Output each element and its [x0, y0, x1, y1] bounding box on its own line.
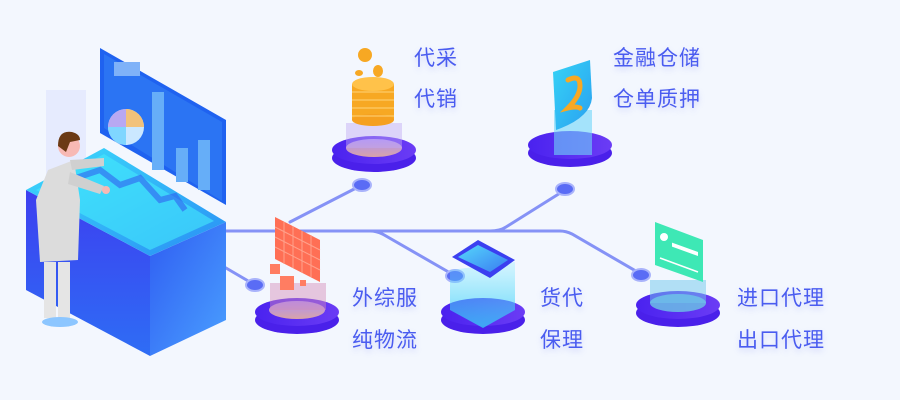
label-line: 代采: [414, 46, 458, 70]
label-line: 仓单质押: [613, 87, 701, 111]
label-line: 保理: [540, 328, 584, 352]
node-dot: [352, 178, 372, 192]
node-dot: [555, 182, 575, 196]
label-line: 出口代理: [737, 328, 825, 352]
shield-icon: [528, 60, 612, 167]
coin-stack-icon: [332, 48, 416, 172]
label-line: 代销: [414, 87, 458, 111]
node-dot: [631, 268, 651, 282]
label-line: 进口代理: [737, 286, 825, 310]
connection-lines: [224, 183, 643, 287]
service-label-warehouse-finance: 金融仓储 仓单质押: [613, 48, 701, 110]
label-line: 货代: [540, 286, 584, 310]
service-label-cargo-factoring: 货代 保理: [540, 288, 584, 351]
screen-panel-icon: [441, 240, 525, 334]
service-label-import-export: 进口代理 出口代理: [737, 288, 825, 351]
label-line: 金融仓储: [613, 46, 701, 70]
container-blocks-icon: [255, 217, 339, 334]
node-dot: [245, 278, 265, 292]
id-card-icon: [636, 222, 720, 327]
label-line: 外综服: [352, 286, 418, 310]
label-line: 纯物流: [352, 328, 418, 352]
dashboard-workstation-illustration: [26, 48, 226, 356]
service-label-foreign-trade-logistics: 外综服 纯物流: [352, 288, 418, 351]
service-label-procurement: 代采 代销: [414, 48, 458, 110]
